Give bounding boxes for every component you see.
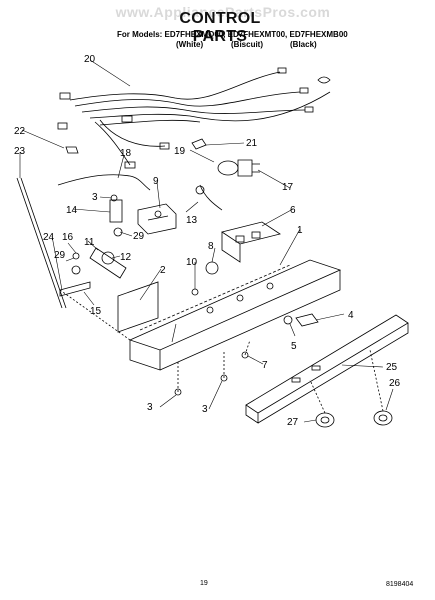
knob-8 xyxy=(205,261,219,275)
callout-10: 10 xyxy=(186,257,198,268)
callout-3-right: 3 xyxy=(202,404,208,415)
lamp-socket-13 xyxy=(195,185,205,195)
rod-part xyxy=(16,177,67,309)
callout-26: 26 xyxy=(389,378,401,389)
leader-lines xyxy=(19,59,394,423)
watermark-text: www.AppliancePartsPros.com xyxy=(115,4,331,20)
callout-29-left: 29 xyxy=(54,250,66,261)
switch-part xyxy=(295,313,319,327)
knob-26 xyxy=(373,410,393,426)
callout-16: 16 xyxy=(62,232,74,243)
thermostat-part xyxy=(137,203,177,235)
callout-3-left: 3 xyxy=(147,402,153,413)
nut-5 xyxy=(283,315,293,325)
callout-24: 24 xyxy=(43,232,55,243)
document-number: 8198404 xyxy=(386,581,414,588)
callout-20: 20 xyxy=(84,54,96,65)
callout-labels: 20 22 23 18 19 21 17 9 3 13 6 14 29 1 16… xyxy=(14,54,401,428)
callout-18: 18 xyxy=(120,148,132,159)
callout-4: 4 xyxy=(348,310,354,321)
clip-part xyxy=(65,146,79,154)
screw-7 xyxy=(241,351,249,359)
screw-3-bottom-left xyxy=(174,388,182,396)
washer-29-left xyxy=(71,265,81,275)
callout-5: 5 xyxy=(291,341,297,352)
cap-part xyxy=(191,138,207,150)
callout-25: 25 xyxy=(386,362,398,373)
page-title: CONTROL PARTS xyxy=(179,10,261,45)
callout-7: 7 xyxy=(262,360,268,371)
callout-11: 11 xyxy=(84,237,95,248)
variant-black: (Black) xyxy=(290,40,317,49)
bulb-part xyxy=(217,160,239,176)
callout-21: 21 xyxy=(246,138,258,149)
link-15 xyxy=(59,281,91,297)
callout-29-right: 29 xyxy=(133,231,145,242)
wire-harness-part xyxy=(57,67,331,169)
callout-27: 27 xyxy=(287,417,299,428)
callout-8: 8 xyxy=(208,241,214,252)
callout-2: 2 xyxy=(160,265,166,276)
page-number: 19 xyxy=(200,580,208,587)
callout-17: 17 xyxy=(282,182,294,193)
washer-29-right xyxy=(113,227,123,237)
socket-part xyxy=(237,159,260,177)
callout-23: 23 xyxy=(14,146,26,157)
callout-1: 1 xyxy=(297,225,303,236)
bracket-14 xyxy=(109,199,123,223)
control-panel-part xyxy=(245,314,409,424)
callout-12: 12 xyxy=(120,252,132,263)
lamp-wire-part xyxy=(199,184,223,211)
switch-housing-part xyxy=(221,221,281,263)
screw-10 xyxy=(191,288,199,296)
variant-biscuit: (Biscuit) xyxy=(231,40,263,49)
tube-part xyxy=(57,174,151,191)
callout-22: 22 xyxy=(14,126,26,137)
callout-15: 15 xyxy=(90,306,102,317)
callout-14: 14 xyxy=(66,205,78,216)
models-line: For Models: ED7FHEXMQ00, ED7FHEXMT00, ED… xyxy=(117,30,348,39)
callout-9: 9 xyxy=(153,176,159,187)
screw-3-bottom-right xyxy=(220,374,228,382)
knob-12 xyxy=(101,251,115,265)
callout-6: 6 xyxy=(290,205,296,216)
actuator-11 xyxy=(89,247,127,279)
callout-13: 13 xyxy=(186,215,198,226)
guide-lines xyxy=(59,289,384,414)
callout-19: 19 xyxy=(174,146,186,157)
variant-white: (White) xyxy=(176,40,204,49)
callout-3-top: 3 xyxy=(92,192,98,203)
control-housing-part xyxy=(117,259,342,371)
knob-27 xyxy=(315,412,335,428)
